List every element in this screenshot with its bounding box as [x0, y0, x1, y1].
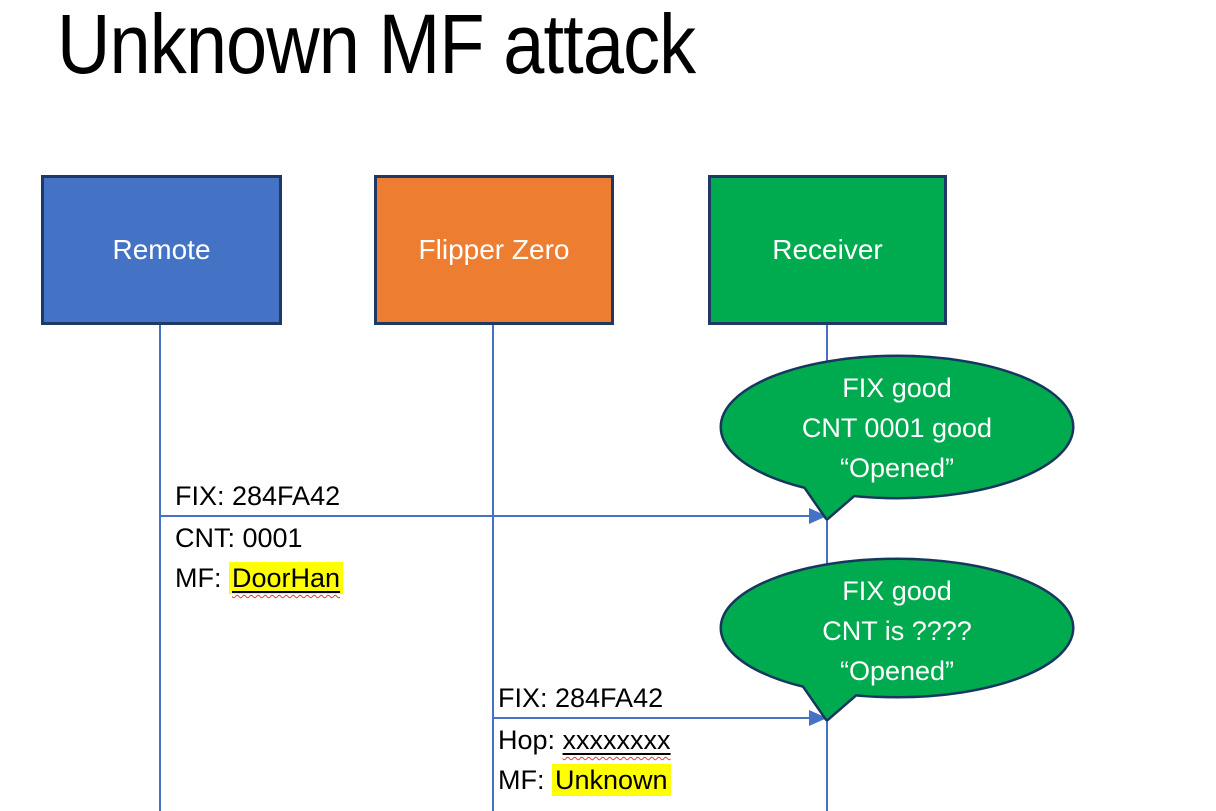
message2-fix-label: FIX: 284FA42 — [498, 683, 664, 713]
actor-box-flipper-zero: Flipper Zero — [374, 175, 614, 325]
actor-label-receiver: Receiver — [772, 234, 883, 265]
bubble1-line1: FIX good — [842, 373, 952, 403]
lifeline-remote — [159, 325, 161, 811]
speech-bubble-2-shape — [719, 557, 1075, 722]
message1-arrow-line — [160, 515, 810, 517]
bubble1-line3: “Opened” — [839, 453, 955, 483]
bubble2-line2: CNT is ???? — [822, 616, 972, 646]
message1-cnt-label: CNT: 0001 — [175, 523, 303, 553]
message2-mf-value: Unknown — [552, 764, 671, 796]
message2-arrow-line — [493, 717, 810, 719]
bubble2-line3: “Opened” — [839, 656, 955, 686]
actor-box-remote: Remote — [41, 175, 282, 325]
message1-detail-labels: CNT: 0001 MF: DoorHan — [175, 518, 344, 598]
bubble2-line1: FIX good — [842, 576, 952, 606]
speech-bubble-2-text: FIX good CNT is ???? “Opened” — [727, 571, 1067, 691]
message2-mf-prefix: MF: — [498, 765, 552, 795]
message1-mf-line: MF: DoorHan — [175, 558, 344, 598]
actor-label-flipper-zero: Flipper Zero — [418, 234, 570, 265]
slide-title: Unknown MF attack — [57, 0, 696, 91]
message1-mf-prefix: MF: — [175, 563, 229, 593]
message1-fix-label: FIX: 284FA42 — [175, 481, 341, 511]
speech-bubble-1-text: FIX good CNT 0001 good “Opened” — [727, 368, 1067, 488]
message1-mf-value: DoorHan — [232, 563, 341, 593]
message2-hop-line: Hop: xxxxxxxx — [498, 720, 671, 760]
speech-bubble-1-shape — [719, 354, 1075, 521]
message2-hop-prefix: Hop: — [498, 725, 563, 755]
speech-bubble-1: FIX good CNT 0001 good “Opened” — [705, 352, 1075, 527]
message2-detail-labels: Hop: xxxxxxxx MF: Unknown — [498, 720, 671, 800]
speech-bubble-2: FIX good CNT is ???? “Opened” — [705, 555, 1075, 730]
message2-mf-line: MF: Unknown — [498, 760, 671, 800]
message2-hop-value: xxxxxxxx — [562, 725, 671, 755]
message1-mf-highlight: DoorHan — [229, 562, 344, 594]
actor-label-remote: Remote — [112, 234, 211, 265]
actor-box-receiver: Receiver — [708, 175, 947, 325]
bubble1-line2: CNT 0001 good — [801, 413, 993, 443]
lifeline-flipper-zero — [492, 325, 494, 811]
